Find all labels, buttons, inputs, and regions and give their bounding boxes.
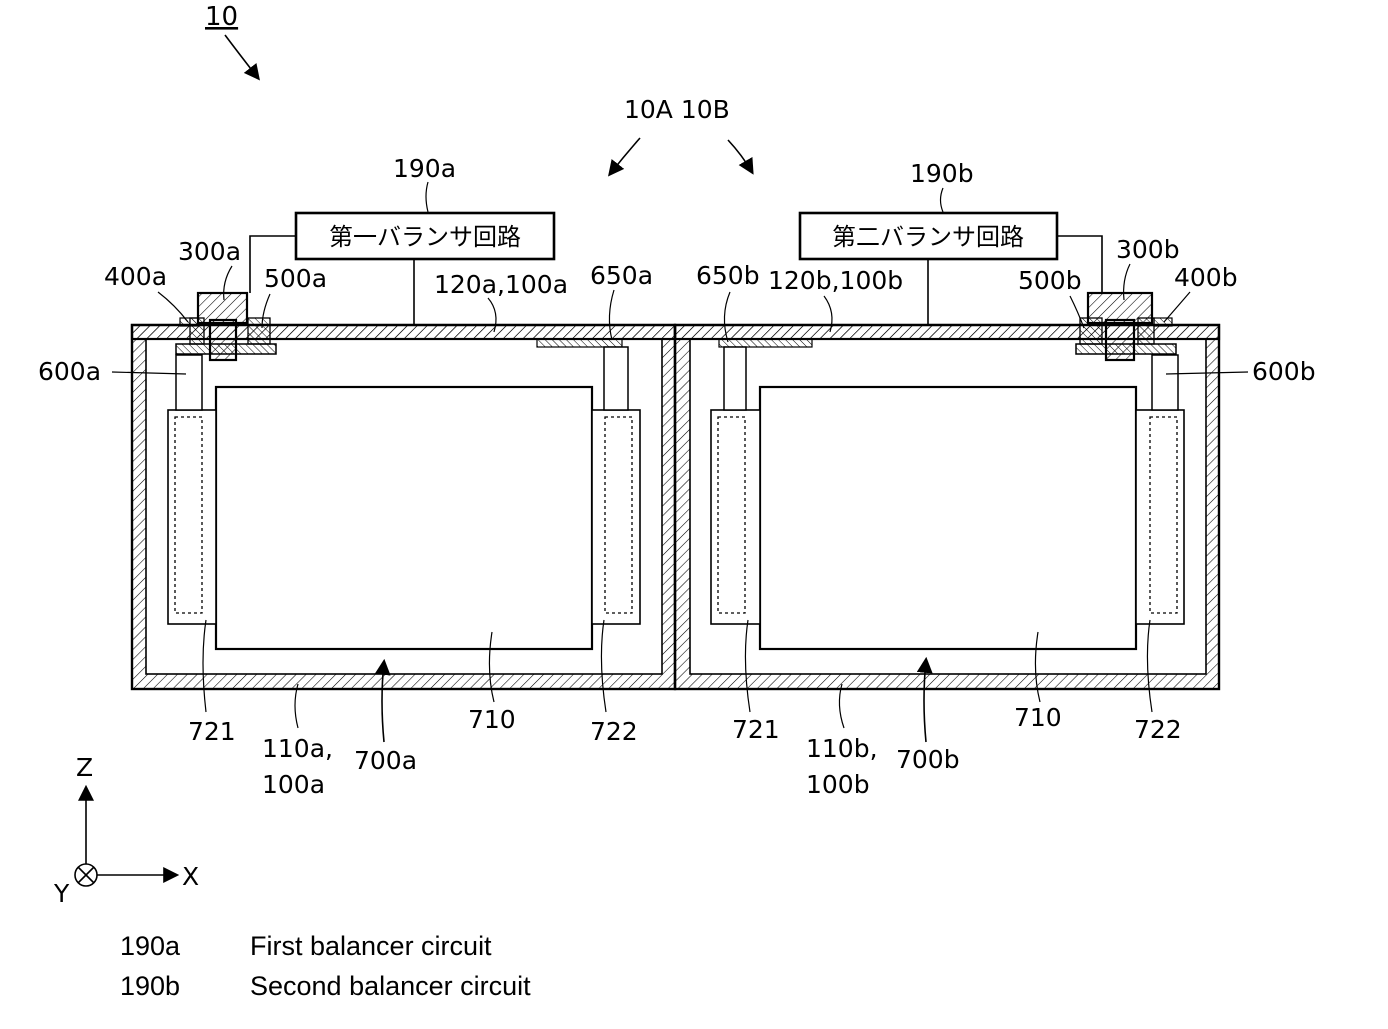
balancer-circuit-a: 190a 第一バランサ回路 xyxy=(250,154,554,325)
axis-x-label: X xyxy=(182,862,199,891)
label-300a: 300a xyxy=(178,237,241,266)
arrow-700a xyxy=(382,662,384,742)
label-500b: 500b xyxy=(1018,266,1082,295)
balancer-b-ref: 190b xyxy=(910,159,974,188)
cell-case-b xyxy=(675,293,1219,689)
balancer-circuit-b: 190b 第二バランサ回路 xyxy=(800,159,1102,325)
axis-z-label: Z xyxy=(76,753,93,782)
leader-110a xyxy=(295,684,298,728)
legend-desc-1: First balancer circuit xyxy=(250,931,492,961)
leader-400b xyxy=(1164,292,1190,322)
label-710a: 710 xyxy=(468,705,516,734)
label-700b: 700b xyxy=(896,745,960,774)
coordinate-axes: Z X Y xyxy=(53,753,199,908)
balancer-b-text: 第二バランサ回路 xyxy=(832,223,1024,251)
label-600b: 600b xyxy=(1252,357,1316,386)
collector-650a-lead xyxy=(604,347,628,410)
leader-110b xyxy=(839,684,844,728)
terminal-300b xyxy=(1076,293,1176,360)
balancer-b-leader xyxy=(941,188,944,212)
label-650b: 650b xyxy=(696,261,760,290)
leader-500b xyxy=(1070,296,1084,328)
terminal-300a xyxy=(176,293,276,360)
label-650a: 650a xyxy=(590,261,653,290)
balancer-a-text: 第一バランサ回路 xyxy=(329,223,521,251)
label-300b: 300b xyxy=(1116,235,1180,264)
label-120b: 120b,100b xyxy=(768,266,903,295)
module-a-arrow xyxy=(610,138,640,174)
legend: 190a First balancer circuit 190b Second … xyxy=(120,931,531,1001)
label-500a: 500a xyxy=(264,264,327,293)
legend-ref-1: 190a xyxy=(120,931,181,961)
arrow-700b xyxy=(924,660,926,742)
label-700a: 700a xyxy=(354,746,417,775)
insulator-650a xyxy=(537,339,622,347)
label-100b: 100b xyxy=(806,770,870,799)
balancer-a-ref: 190a xyxy=(393,154,456,183)
collector-600a xyxy=(176,355,202,410)
cell-case-a xyxy=(132,293,675,689)
label-721b: 721 xyxy=(732,715,780,744)
module-b-arrow xyxy=(728,140,752,172)
legend-ref-2: 190b xyxy=(120,971,180,1001)
label-120a: 120a,100a xyxy=(434,270,568,299)
axis-y-label: Y xyxy=(53,879,70,908)
label-600a: 600a xyxy=(38,357,101,386)
label-400b: 400b xyxy=(1174,263,1238,292)
label-721a: 721 xyxy=(188,717,236,746)
module-refs-label: 10A 10B xyxy=(624,95,730,124)
insulator-650b xyxy=(719,339,812,347)
collector-650b-lead xyxy=(724,347,746,410)
legend-desc-2: Second balancer circuit xyxy=(250,971,531,1001)
collector-600b xyxy=(1152,355,1178,410)
figure-ref-label: 10 xyxy=(205,2,238,32)
electrode-body-710b xyxy=(760,387,1136,649)
label-722b: 722 xyxy=(1134,715,1182,744)
electrode-body-710a xyxy=(216,387,592,649)
label-722a: 722 xyxy=(590,717,638,746)
label-710b: 710 xyxy=(1014,703,1062,732)
balancer-a-leader xyxy=(426,182,428,212)
label-110a: 110a, xyxy=(262,734,333,763)
label-100a: 100a xyxy=(262,770,325,799)
label-400a: 400a xyxy=(104,262,167,291)
label-110b: 110b, xyxy=(806,734,878,763)
figure-ref-arrow xyxy=(225,35,258,78)
tab-722a xyxy=(592,410,640,624)
